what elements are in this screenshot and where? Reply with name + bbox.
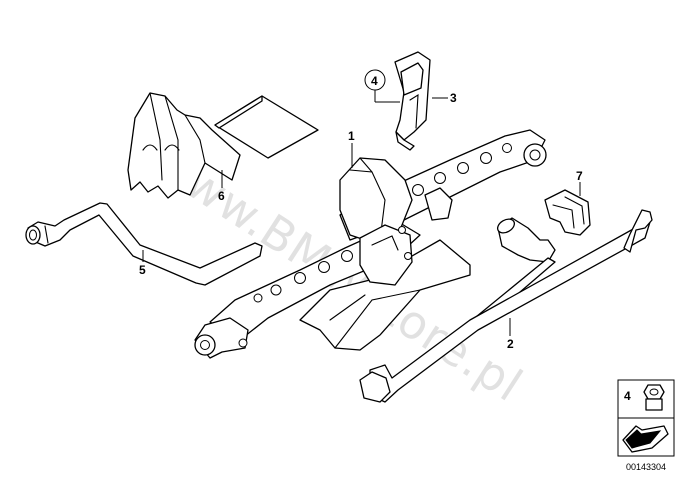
clip-part-7[interactable]: [544, 182, 591, 236]
diagram-code: 00143304: [626, 462, 666, 472]
callout-7: 7: [576, 169, 583, 183]
wheel-chock-part-6[interactable]: [127, 92, 319, 199]
callout-4: 4: [371, 74, 378, 88]
legend-box: 4: [617, 379, 675, 457]
jack-handle-bracket-part-3[interactable]: [394, 51, 448, 151]
callout-3: 3: [450, 91, 457, 105]
lug-wrench-part-5[interactable]: [25, 202, 263, 286]
nut-icon: [643, 384, 665, 411]
callout-4-circle: [364, 69, 400, 103]
legend-number: 4: [624, 389, 631, 403]
scissor-jack-part-1[interactable]: [194, 129, 547, 359]
arrow-icon: [622, 425, 669, 453]
callout-6: 6: [218, 189, 225, 203]
crank-handle-part-2[interactable]: [359, 209, 653, 403]
callout-2: 2: [507, 337, 514, 351]
callout-1: 1: [348, 129, 355, 143]
callout-5: 5: [139, 263, 146, 277]
